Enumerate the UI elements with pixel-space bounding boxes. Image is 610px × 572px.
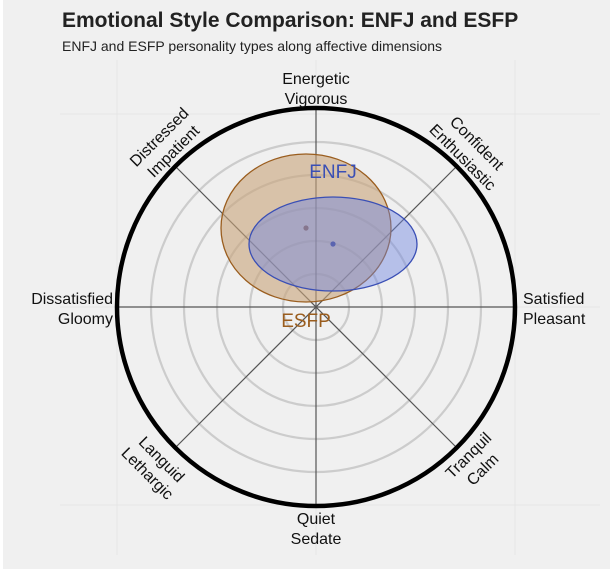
- outer-ring: [114, 105, 518, 509]
- spokes: [117, 108, 515, 506]
- axis-label-bottom-right: Tranquil Calm: [443, 430, 503, 490]
- svg-text:Dissatisfied: Dissatisfied: [31, 291, 113, 308]
- esfp-center-dot: [303, 225, 309, 231]
- enfj-ellipse: [248, 196, 418, 292]
- svg-text:Sedate: Sedate: [291, 531, 342, 548]
- enfj-label: ENFJ: [309, 162, 357, 183]
- axis-label-top: Energetic Vigorous: [282, 71, 350, 108]
- svg-text:Quiet: Quiet: [297, 511, 336, 528]
- svg-text:Pleasant: Pleasant: [523, 311, 586, 328]
- svg-text:Energetic: Energetic: [282, 71, 350, 88]
- chart-subtitle: ENFJ and ESFP personality types along af…: [62, 38, 443, 54]
- svg-text:Satisfied: Satisfied: [523, 291, 584, 308]
- esfp-label: ESFP: [281, 311, 331, 332]
- axis-label-left: Dissatisfied Gloomy: [31, 291, 113, 328]
- svg-text:Gloomy: Gloomy: [58, 311, 113, 328]
- chart-title: Emotional Style Comparison: ENFJ and ESF…: [62, 9, 519, 32]
- esfp-ellipse: [220, 153, 392, 303]
- svg-text:Vigorous: Vigorous: [285, 91, 348, 108]
- enfj-center-dot: [330, 241, 336, 247]
- axis-label-bottom: Quiet Sedate: [291, 511, 342, 548]
- axis-label-bottom-left: Languid Lethargic: [118, 434, 188, 504]
- axis-label-right: Satisfied Pleasant: [523, 291, 586, 328]
